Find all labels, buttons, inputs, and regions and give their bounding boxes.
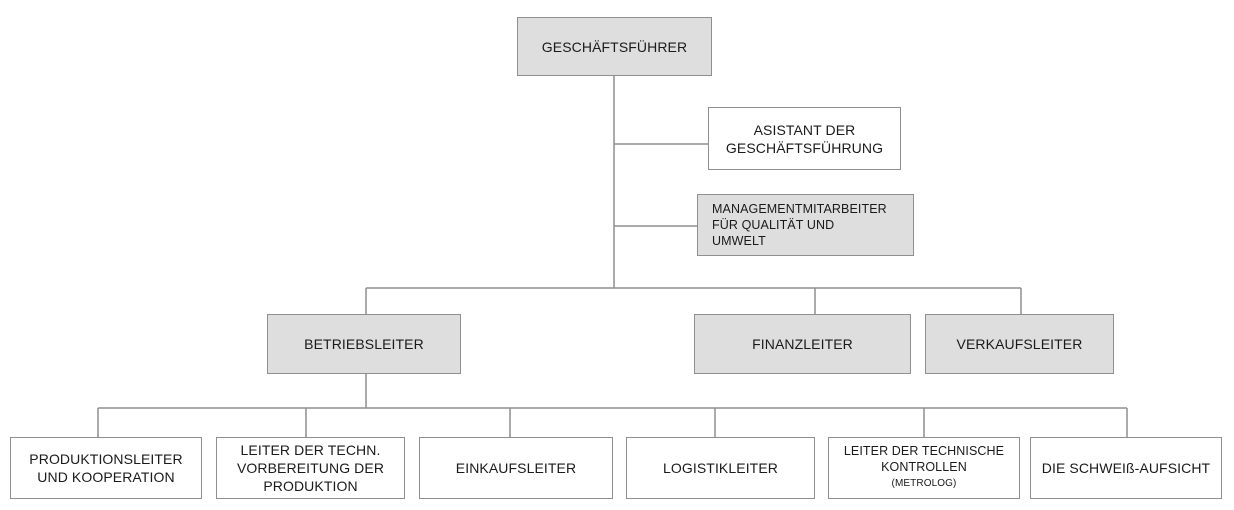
node-finance: FINANZLEITER: [694, 314, 911, 374]
node-purchasing-label: EINKAUFSLEITER: [455, 460, 577, 476]
node-sales-label: VERKAUFSLEITER: [956, 336, 1083, 352]
node-logistics: LOGISTIKLEITER: [626, 437, 815, 499]
node-tech-prep: LEITER DER TECHN. VORBEREITUNG DER PRODU…: [216, 437, 405, 499]
node-sales: VERKAUFSLEITER: [925, 314, 1114, 374]
node-logistics-label: LOGISTIKLEITER: [663, 460, 778, 476]
node-welding: DIE SCHWEIß-AUFSICHT: [1030, 437, 1222, 499]
node-tech-control-sublabel: (METROLOG): [891, 478, 957, 489]
node-ceo: GESCHÄFTSFÜHRER: [517, 17, 712, 76]
node-production: PRODUKTIONSLEITER UND KOOPERATION: [10, 437, 202, 499]
node-operations-label: BETRIEBSLEITER: [304, 336, 424, 352]
node-tech-control: LEITER DER TECHNISCHE KONTROLLEN (METROL…: [828, 437, 1020, 499]
node-assistant: ASISTANT DER GESCHÄFTSFÜHRUNG: [708, 107, 901, 170]
node-operations: BETRIEBSLEITER: [267, 314, 461, 374]
node-production-label: PRODUKTIONSLEITER UND KOOPERATION: [29, 451, 183, 485]
node-purchasing: EINKAUFSLEITER: [419, 437, 613, 499]
node-qm: MANAGEMENTMITARBEITER FÜR QUALITÄT UND U…: [697, 194, 914, 256]
node-tech-prep-label: LEITER DER TECHN. VORBEREITUNG DER PRODU…: [236, 442, 385, 494]
node-finance-label: FINANZLEITER: [752, 336, 853, 352]
node-assistant-label: ASISTANT DER GESCHÄFTSFÜHRUNG: [725, 121, 884, 156]
node-qm-label: MANAGEMENTMITARBEITER FÜR QUALITÄT UND U…: [712, 202, 887, 248]
node-ceo-label: GESCHÄFTSFÜHRER: [541, 38, 688, 55]
node-welding-label: DIE SCHWEIß-AUFSICHT: [1041, 460, 1211, 476]
node-tech-control-label: LEITER DER TECHNISCHE KONTROLLEN: [843, 444, 1005, 474]
